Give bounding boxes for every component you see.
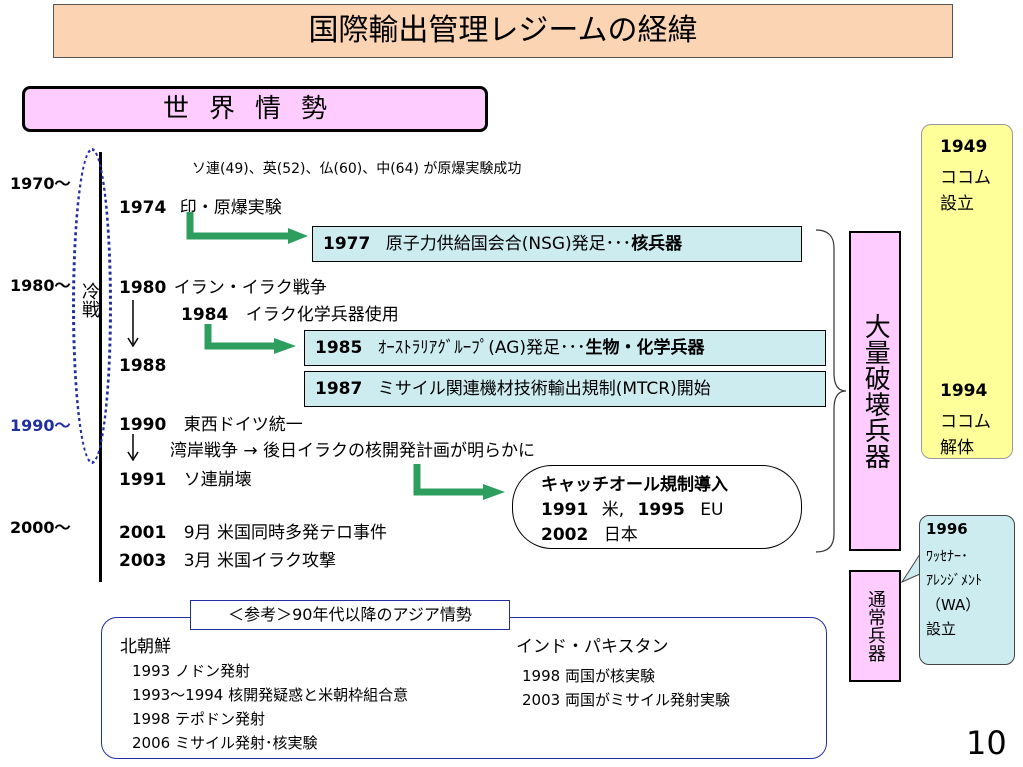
wmd-label-box: 大量破壊兵器: [849, 231, 901, 551]
event-year: 2001: [119, 523, 167, 543]
cocom-name-2: ココム: [940, 412, 991, 432]
event-text: ソ連崩壊: [183, 470, 252, 490]
wa-year: 1996: [926, 520, 968, 538]
world-situation-label: 世界情勢: [22, 86, 488, 132]
down-arrow-icon: [127, 434, 139, 462]
event-year: 2003: [119, 551, 167, 571]
decade-1990: 1990〜: [10, 416, 71, 435]
event-text: 9月 米国同時多発テロ事件: [183, 523, 387, 543]
event-1988-year: 1988: [119, 356, 167, 376]
year-2002: 2002: [541, 525, 589, 545]
cold-war-label: 冷戦: [79, 282, 100, 318]
regime-mtcr: 1987 ミサイル関連機材技術輸出規制(MTCR)開始: [304, 371, 826, 407]
wa-line2: ｱﾚﾝｼﾞﾒﾝﾄ: [926, 573, 982, 589]
cocom-name: ココム: [940, 168, 991, 188]
nuclear-tests-note: ソ連(49)、英(52)、仏(60)、中(64) が原爆実験成功: [192, 161, 522, 177]
regime-tag: 生物・化学兵器: [585, 338, 705, 358]
event-year: 1991: [119, 470, 167, 490]
event-1974: 1974 印・原爆実験: [119, 193, 282, 218]
event-1991: 1991 ソ連崩壊: [119, 465, 252, 490]
event-text: 3月 米国イラク攻撃: [183, 551, 336, 571]
cocom-1994: 1994: [940, 381, 988, 401]
asia-reference-box: 北朝鮮 1993 ノドン発射 1993〜1994 核開発疑惑と米朝枠組合意 19…: [101, 617, 827, 759]
slide-title: 国際輸出管理レジームの経緯: [53, 4, 953, 58]
event-1984: 1984 イラク化学兵器使用: [181, 300, 399, 325]
event-year: 1974: [119, 198, 167, 218]
event-text: イラク化学兵器使用: [245, 305, 399, 325]
elbow-arrow-icon: [186, 212, 308, 244]
decade-1980: 1980〜: [10, 276, 71, 295]
regime-nsg: 1977 原子力供給国会合(NSG)発足･･･核兵器: [312, 226, 802, 262]
catch-all-title: キャッチオール規制導入: [541, 475, 728, 495]
catch-all-2002: 2002 日本: [541, 520, 638, 545]
country-us: 米,: [601, 500, 625, 520]
country-eu: EU: [700, 500, 724, 520]
asia-reference-label: ＜参考＞90年代以降のアジア情勢: [190, 600, 510, 630]
decade-2000: 2000〜: [10, 518, 71, 537]
ip-item: 1998 両国が核実験: [522, 667, 655, 685]
cocom-box: 1949 ココム 設立 1994 ココム 解体: [921, 124, 1013, 459]
catch-all-box: キャッチオール規制導入 1991 米, 1995 EU 2002 日本: [512, 465, 802, 549]
wassenaar-box: 1996 ﾜｯｾﾅｰ･ ｱﾚﾝｼﾞﾒﾝﾄ （WA） 設立: [919, 515, 1015, 665]
wa-line3: （WA）: [926, 596, 981, 614]
wa-line4: 設立: [926, 620, 957, 638]
cocom-established: 設立: [940, 194, 974, 214]
decade-1970: 1970〜: [10, 174, 71, 193]
elbow-arrow-icon: [413, 464, 505, 500]
event-year: 1990: [119, 415, 167, 435]
nk-item: 1998 テポドン発射: [132, 710, 265, 728]
event-text: 東西ドイツ統一: [183, 415, 303, 435]
north-korea-title: 北朝鮮: [120, 637, 171, 657]
india-pakistan-title: インド・パキスタン: [516, 637, 669, 657]
year-1991: 1991: [541, 500, 589, 520]
regime-text: ｵｰｽﾄﾗﾘｱｸﾞﾙｰﾌﾟ(AG)発足･･･: [377, 338, 586, 358]
nk-item: 1993 ノドン発射: [132, 662, 250, 680]
country-japan: 日本: [603, 525, 638, 545]
down-arrow-icon: [127, 300, 139, 348]
event-1980: 1980 イラン・イラク戦争: [119, 273, 327, 298]
event-text: 印・原爆実験: [179, 198, 282, 218]
event-text: イラン・イラク戦争: [173, 278, 327, 298]
gulf-war-event: 湾岸戦争 → 後日イラクの核開発計画が明らかに: [170, 441, 536, 461]
ip-item: 2003 両国がミサイル発射実験: [522, 691, 730, 709]
wa-line1: ﾜｯｾﾅｰ･: [926, 549, 968, 565]
cocom-1949: 1949: [940, 137, 988, 157]
regime-year: 1977: [323, 234, 371, 254]
event-year: 1980: [119, 278, 167, 298]
regime-year: 1987: [315, 379, 363, 399]
event-1990: 1990 東西ドイツ統一: [119, 410, 303, 435]
event-2001: 2001 9月 米国同時多発テロ事件: [119, 518, 387, 543]
year-1995: 1995: [637, 500, 685, 520]
brace-icon: [815, 229, 847, 553]
regime-year: 1985: [315, 338, 363, 358]
regime-ag: 1985 ｵｰｽﾄﾗﾘｱｸﾞﾙｰﾌﾟ(AG)発足･･･生物・化学兵器: [304, 330, 826, 366]
conventional-label: 通常兵器: [865, 590, 886, 662]
event-2003: 2003 3月 米国イラク攻撃: [119, 546, 336, 571]
nk-item: 1993〜1994 核開発疑惑と米朝枠組合意: [132, 686, 409, 704]
elbow-arrow-icon: [204, 324, 296, 354]
event-year: 1984: [181, 305, 229, 325]
conventional-label-box: 通常兵器: [849, 570, 901, 682]
cold-war-oval: [72, 148, 112, 464]
regime-text: 原子力供給国会合(NSG)発足･･･: [385, 234, 632, 254]
cocom-dissolved: 解体: [940, 438, 974, 458]
page-number: 10: [966, 724, 1007, 762]
nk-item: 2006 ミサイル発射･核実験: [132, 734, 318, 752]
catch-all-1991-1995: 1991 米, 1995 EU: [541, 495, 723, 520]
regime-tag: 核兵器: [631, 234, 683, 254]
wmd-label: 大量破壊兵器: [860, 313, 891, 469]
regime-text: ミサイル関連機材技術輸出規制(MTCR)開始: [377, 379, 711, 399]
